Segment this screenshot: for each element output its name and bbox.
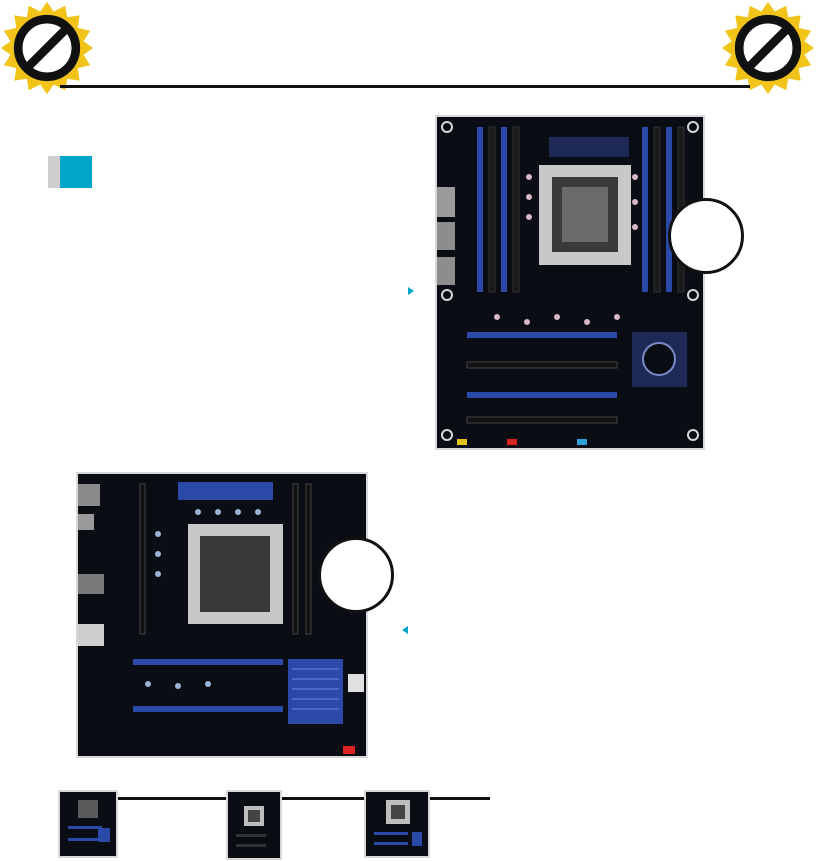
- callout-circle-a: [668, 198, 744, 274]
- thumbnail-board-3: [364, 790, 430, 858]
- section-square-icon: [48, 156, 92, 188]
- thumbnail-board-2: [226, 790, 282, 860]
- prohibited-sign-icon: [0, 1, 94, 95]
- prohibited-sign-icon: [721, 1, 815, 95]
- triangle-right-icon: [408, 287, 414, 295]
- header-rule: [60, 85, 750, 88]
- motherboard-image-b: [76, 472, 368, 758]
- callout-circle-b: [318, 537, 394, 613]
- thumbnail-board-1: [58, 790, 118, 858]
- triangle-left-icon: [402, 626, 408, 634]
- motherboard-image-a: [435, 115, 705, 450]
